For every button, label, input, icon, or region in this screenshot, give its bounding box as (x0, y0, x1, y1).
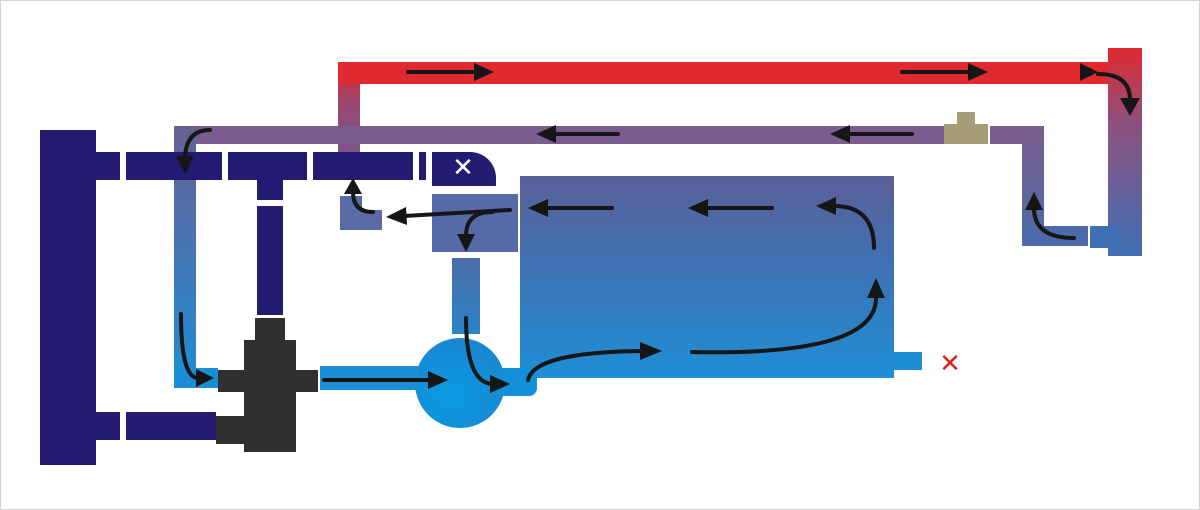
joint-gap (120, 150, 126, 182)
flow-arrow-head (474, 63, 494, 81)
flow-arrow-head (867, 278, 885, 298)
flow-arrow-head (490, 375, 510, 393)
flow-arrow-head (176, 156, 194, 174)
flow-arrow-head (640, 342, 662, 360)
joint-gap (413, 150, 419, 182)
hot-supply-pipe (338, 62, 1118, 84)
flow-arrow (464, 210, 494, 238)
right-vertical-pipe (1108, 48, 1142, 256)
drain-red-x-icon: ✕ (939, 349, 961, 379)
flow-arrows (176, 63, 1140, 393)
return-right-drop (1022, 126, 1044, 246)
pump-body (415, 338, 505, 428)
manifold (40, 130, 496, 465)
flow-arrow-head (386, 207, 407, 225)
flow-arrow-head (428, 371, 448, 389)
mixing-valve (216, 318, 318, 452)
flow-arrow-head (196, 369, 214, 387)
right-bottom-stub (1090, 226, 1120, 248)
flow-arrow-head (528, 199, 548, 217)
manifold-branch (257, 175, 283, 315)
flow-arrow-head (1080, 63, 1098, 81)
flow-arrow-head (688, 199, 708, 217)
feed-left-foot (340, 210, 382, 230)
valve-bottom-port (216, 416, 248, 444)
flow-arrow-head (344, 178, 362, 194)
joint-gap (307, 150, 313, 182)
flow-arrow-head (1025, 192, 1043, 210)
air-vent-cap (957, 112, 975, 126)
flow-arrow (690, 296, 878, 355)
flow-arrow-head (457, 234, 475, 252)
feed-manifold-block (432, 194, 518, 252)
top-vent-dome (432, 152, 496, 186)
valve-body (244, 340, 296, 452)
air-vent-tee (944, 124, 988, 144)
flow-arrow (526, 349, 644, 382)
flow-arrow-head (816, 197, 836, 215)
flow-arrow (464, 316, 494, 386)
pump-outlet (495, 368, 537, 396)
joint-gap (222, 150, 228, 182)
hot-supply-riser (338, 62, 360, 180)
flow-arrow (179, 312, 200, 380)
flow-arrow (1032, 206, 1076, 240)
top-vent-x-mark-icon: ✕ (452, 153, 474, 183)
flow-arrow (832, 204, 876, 250)
manifold-bottom-header (96, 412, 216, 440)
valve-cross (218, 370, 318, 392)
joint-gap (255, 200, 285, 206)
joint-gap (120, 410, 126, 442)
flow-arrow-head (968, 63, 988, 81)
flow-arrow-head (1120, 98, 1140, 116)
manifold-body (40, 130, 96, 465)
hot-supply-line (338, 62, 1118, 180)
flow-arrow (183, 128, 212, 160)
flow-arrow (1096, 72, 1132, 102)
flow-arrow-head (536, 125, 556, 143)
drain-outlet-pipe (894, 352, 922, 370)
flow-arrow (351, 190, 375, 214)
flow-arrow-head (830, 125, 850, 143)
